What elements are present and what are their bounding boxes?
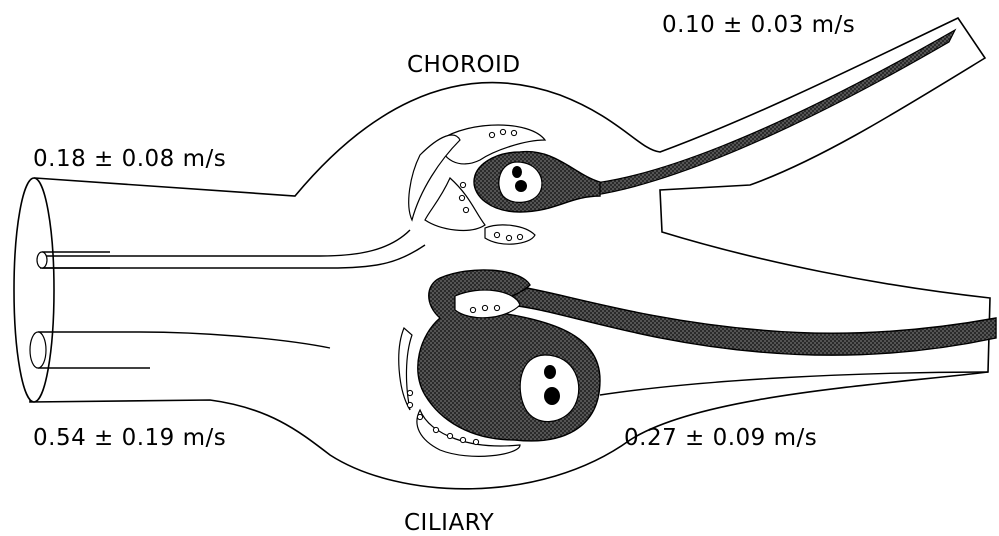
label-ciliary: CILIARY <box>404 510 494 536</box>
label-choroid: CHOROID <box>407 52 521 78</box>
velocity-choroid-in: 0.18 ± 0.08 m/s <box>33 146 226 172</box>
choroid-nucleolus-1 <box>512 166 522 178</box>
velocity-choroid-out: 0.10 ± 0.03 m/s <box>662 12 855 38</box>
choroid-nucleolus-2 <box>515 180 527 192</box>
velocity-ciliary-out: 0.27 ± 0.09 m/s <box>624 425 817 451</box>
ciliary-nucleolus-2 <box>544 387 560 405</box>
ciliary-nucleolus-1 <box>544 365 556 379</box>
velocity-ciliary-in: 0.54 ± 0.19 m/s <box>33 425 226 451</box>
